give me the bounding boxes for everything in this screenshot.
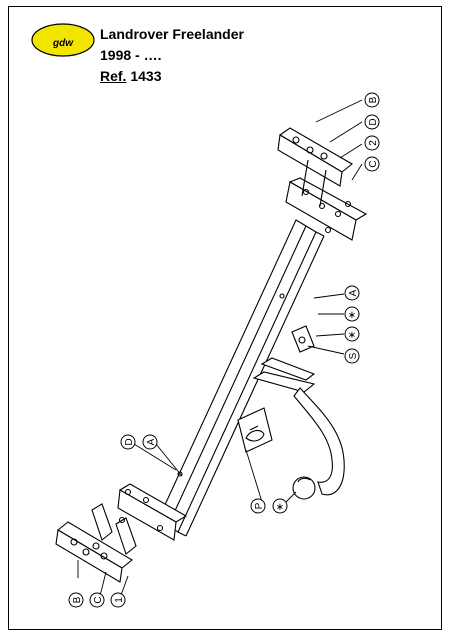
callout-right-s: S (348, 352, 359, 359)
callout-top (364, 92, 380, 172)
ref-label: Ref. (100, 68, 127, 84)
callout-top-d: D (368, 118, 379, 125)
callout-right-a: A (348, 289, 359, 296)
callout-left-mid (120, 434, 158, 450)
callout-bottom-mid (250, 498, 288, 514)
callout-left-d: D (124, 438, 135, 445)
crossbar-beam (157, 219, 325, 537)
mount-clamp (291, 325, 315, 353)
callout-left-a: A (146, 438, 157, 445)
callout-right-star-2: ∗ (348, 330, 356, 341)
callout-right (344, 285, 360, 364)
callout-top-c: C (368, 160, 379, 167)
top-bracket (277, 127, 368, 241)
callout-bottom-1: 1 (114, 597, 125, 603)
ball-mount-arm (252, 357, 345, 500)
model-years: 1998 - …. (100, 47, 162, 63)
ref-number: 1433 (130, 68, 162, 84)
reference: Ref. 1433 (100, 66, 244, 87)
callout-bottom-c: C (93, 596, 104, 603)
callout-bottom-star: ∗ (276, 502, 284, 513)
vehicle-name: Landrover Freelander (100, 26, 244, 42)
bottom-bracket (55, 483, 188, 583)
gdw-logo: gdw (31, 23, 95, 57)
callout-bottom-b: B (72, 596, 83, 603)
header-block: Landrover Freelander 1998 - …. Ref. 1433 (100, 24, 244, 87)
callout-right-star-1: ∗ (348, 310, 356, 321)
socket-plate (237, 407, 273, 453)
drawing-sheet (8, 6, 442, 630)
logo-text: gdw (52, 38, 74, 49)
callout-bottom-left (68, 592, 126, 608)
callout-top-2: 2 (368, 140, 379, 146)
callout-bottom-p: P (254, 502, 265, 509)
callout-top-b: B (368, 96, 379, 103)
